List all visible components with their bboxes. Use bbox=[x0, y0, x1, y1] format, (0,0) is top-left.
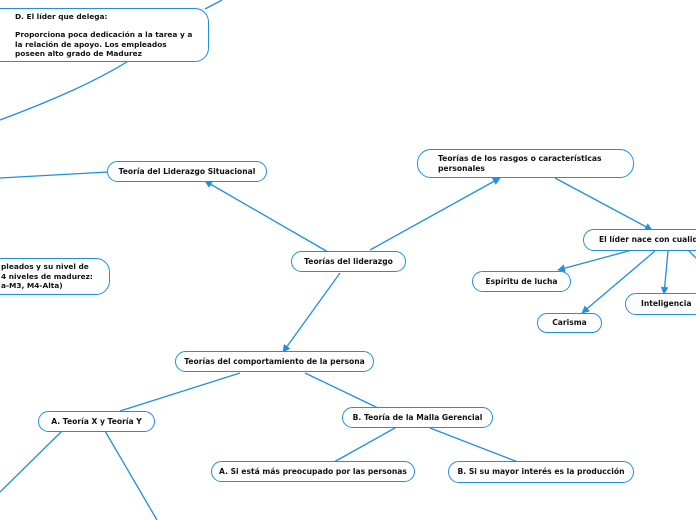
link-situacional-left bbox=[0, 171, 109, 179]
link-nace-right bbox=[687, 249, 696, 259]
link-malla-produccion bbox=[429, 427, 519, 463]
link-delega-top bbox=[204, 0, 223, 10]
node-teoria-xy[interactable]: A. Teoría X y Teoría Y bbox=[38, 411, 155, 432]
link-nace-carisma bbox=[581, 250, 656, 314]
link-comp-xy bbox=[119, 372, 241, 412]
link-xy-bottom bbox=[104, 430, 158, 520]
link-xy-left bbox=[0, 430, 63, 493]
node-espiritu-lucha[interactable]: Espíritu de lucha bbox=[472, 271, 571, 292]
link-comp-malla bbox=[304, 372, 379, 409]
node-teorias-rasgos[interactable]: Teorías de los rasgos o características … bbox=[417, 149, 634, 178]
node-preocupado-personas[interactable]: A. Si está más preocupado por las person… bbox=[211, 461, 415, 482]
node-empleados-madurez[interactable]: pleados y su nivel de 4 niveles de madur… bbox=[0, 258, 110, 295]
link-root-comportamiento bbox=[282, 272, 341, 353]
node-teorias-liderazgo[interactable]: Teorías del liderazgo bbox=[291, 251, 406, 272]
node-teorias-comportamiento[interactable]: Teorías del comportamiento de la persona bbox=[175, 351, 374, 372]
link-nace-inteligencia bbox=[660, 250, 669, 295]
node-carisma[interactable]: Carisma bbox=[537, 313, 602, 333]
node-malla-gerencial[interactable]: B. Teoría de la Malla Gerencial bbox=[342, 407, 493, 428]
link-root-rasgos bbox=[369, 177, 501, 251]
node-lider-nace[interactable]: El líder nace con cualidades bbox=[583, 229, 696, 251]
node-lider-delega[interactable]: D. El líder que delega: Proporciona poca… bbox=[0, 8, 209, 62]
link-nace-espiritu bbox=[557, 249, 633, 272]
node-inteligencia[interactable]: Inteligencia bbox=[625, 293, 696, 315]
node-interes-produccion[interactable]: B. Si su mayor interés es la producción bbox=[448, 461, 634, 483]
link-root-situacional bbox=[204, 180, 329, 253]
link-malla-personas bbox=[333, 427, 396, 463]
node-liderazgo-situacional[interactable]: Teoría del Liderazgo Situacional bbox=[107, 161, 267, 182]
link-rasgos-nace bbox=[554, 177, 653, 231]
link-delega-curve bbox=[0, 59, 131, 121]
